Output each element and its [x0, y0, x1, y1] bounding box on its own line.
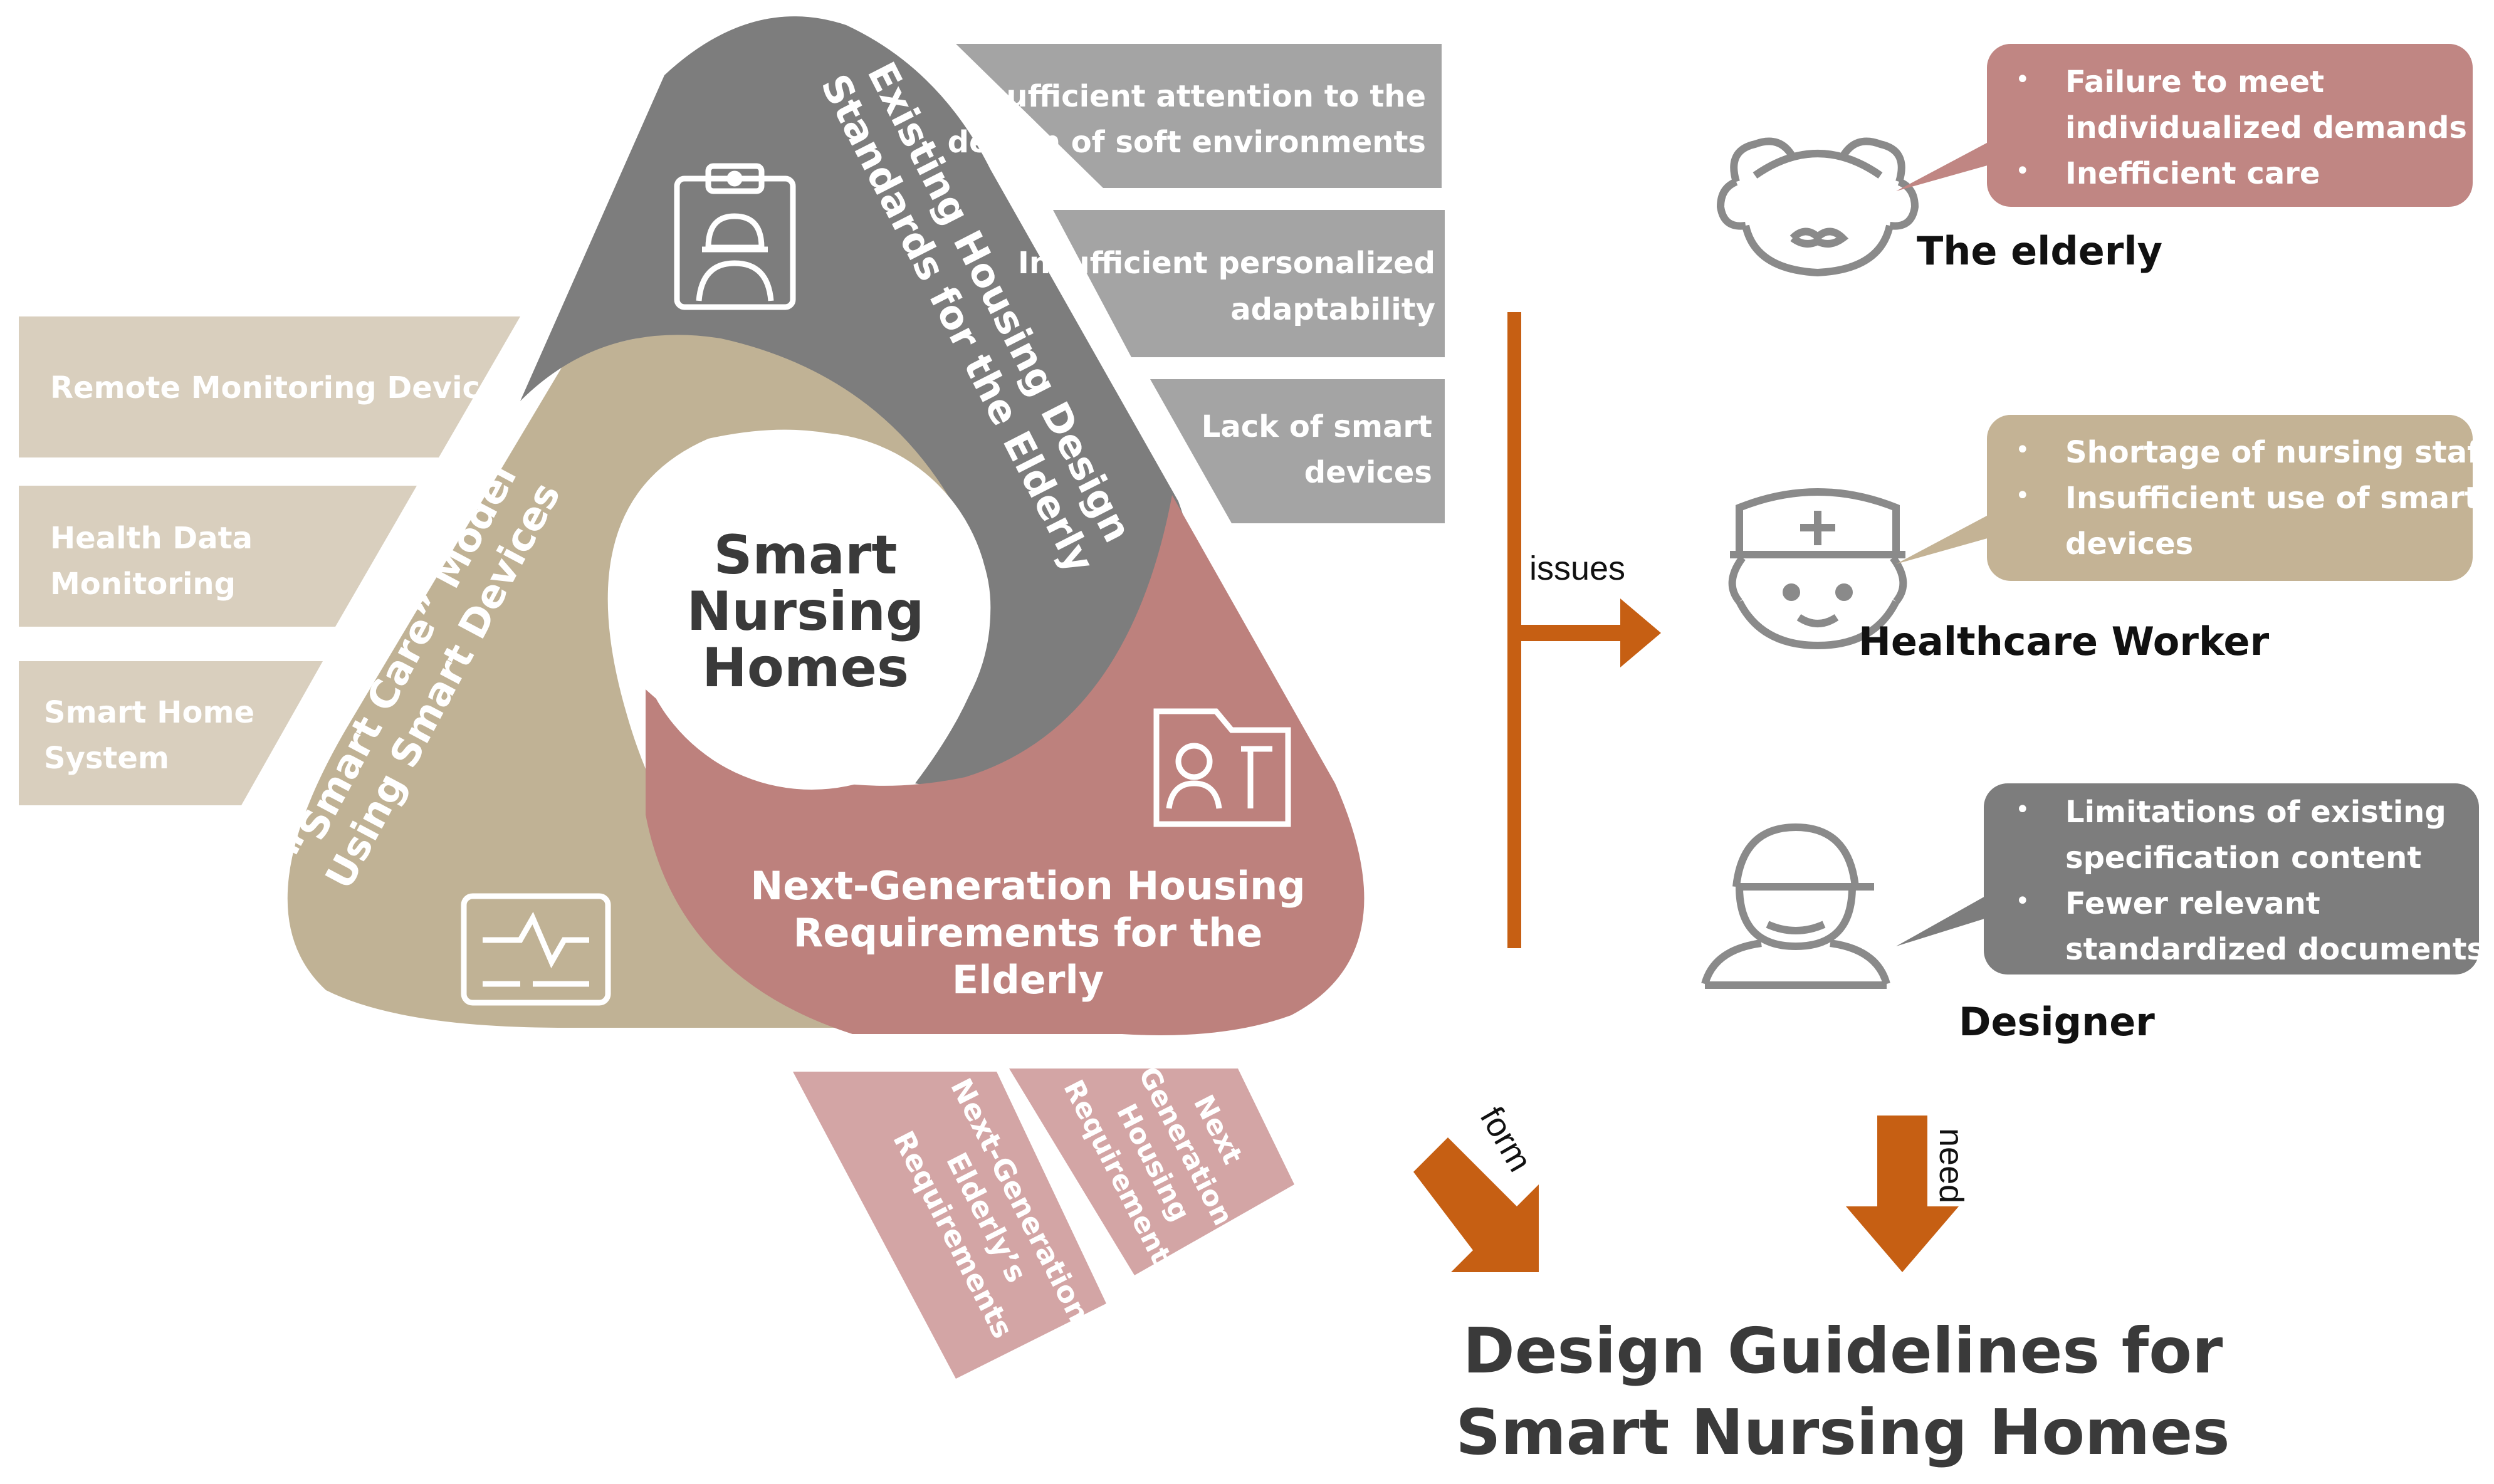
gray-box-1	[956, 44, 1442, 188]
stakeholder-designer: Limitations of existing specification co…	[1701, 783, 2485, 1045]
tan-box-texts: Remote Monitoring Devices Health Data Mo…	[44, 370, 518, 776]
triangle-ring	[287, 16, 1365, 1035]
elderly-face-icon	[1716, 137, 1919, 277]
gray-box-1-line-2: design of soft environments	[948, 125, 1426, 160]
folder-person-icon	[1153, 708, 1291, 827]
tan-box-group	[19, 316, 520, 805]
form-arrow-shape	[1413, 1137, 1539, 1272]
elderly-bubble-line-1: Failure to meet	[2065, 65, 2324, 100]
rose-box-1	[793, 1072, 1106, 1379]
form-label: form	[1473, 1100, 1539, 1178]
elderly-bubble-line-2: individualized demands	[2065, 110, 2467, 145]
gray-box-3	[1150, 379, 1445, 523]
designer-bubble-line-2: specification content	[2065, 840, 2421, 875]
gray-box-2-line-1: Insufficient personalized	[1018, 246, 1435, 281]
rose-box-2	[1009, 1069, 1294, 1275]
designer-bubble-line-3: Fewer relevant	[2065, 886, 2320, 921]
healthcare-bubble-line-1: Shortage of nursing staff	[2065, 435, 2492, 470]
tan-box-3	[19, 661, 323, 805]
rose-arc-label-line-2: Requirements for the	[794, 910, 1263, 956]
designer-bubble	[1984, 783, 2479, 975]
issues-label: issues	[1529, 550, 1625, 587]
issues-arrow-head	[1620, 598, 1661, 667]
gray-arc-segment	[520, 16, 1200, 790]
elderly-bubble	[1987, 44, 2473, 207]
elderly-name: The elderly	[1917, 228, 2162, 274]
gray-box-2-line-2: adaptability	[1230, 292, 1435, 327]
tan-box-1-line-1: Remote Monitoring Devices	[50, 370, 518, 405]
monitor-device-icon	[461, 893, 611, 1006]
gray-box-group	[956, 44, 1445, 523]
rose-arc-label-line-3: Elderly	[952, 957, 1104, 1003]
healthcare-bullet-2: •	[2015, 481, 2030, 510]
issues-horizontal-bar	[1521, 625, 1625, 641]
elderly-bubble-tail	[1896, 138, 1996, 191]
stakeholder-elderly: Failure to meet individualized demands I…	[1716, 44, 2473, 277]
designer-bubble-line-4: standardized documents	[2065, 932, 2485, 967]
designer-icon	[1701, 823, 1890, 989]
rose-arc-label: Next-Generation Housing Requirements for…	[750, 863, 1305, 1003]
designer-bullet-1: •	[2015, 795, 2030, 824]
rose-arc-segment	[646, 495, 1365, 1035]
stakeholder-healthcare-worker: Shortage of nursing staff Insufficient u…	[1728, 415, 2492, 664]
need-label: need	[1932, 1128, 1970, 1203]
elderly-bullet-1: •	[2015, 65, 2030, 94]
healthcare-worker-icon	[1728, 488, 1907, 650]
healthcare-bubble	[1987, 415, 2473, 581]
output-title-line-1: Design Guidelines for	[1463, 1314, 2223, 1387]
gray-box-2	[1053, 210, 1445, 357]
tan-box-2	[19, 486, 417, 627]
issues-vertical-bar	[1507, 312, 1521, 948]
issues-connector: issues	[1507, 312, 1661, 948]
healthcare-bubble-line-2: Insufficient use of smart	[2065, 481, 2479, 516]
designer-name: Designer	[1959, 999, 2155, 1045]
need-arrow-shape	[1846, 1116, 1959, 1272]
tan-arc-segment	[287, 332, 990, 1028]
center-title-line-2: Nursing	[686, 580, 924, 643]
clipboard-worker-icon	[674, 163, 796, 310]
healthcare-bubble-tail	[1896, 511, 1996, 564]
center-title: Smart Nursing Homes	[686, 524, 924, 699]
healthcare-bubble-line-3: devices	[2065, 526, 2193, 562]
center-title-line-1: Smart	[713, 524, 897, 587]
form-arrow: form	[1413, 1100, 1539, 1272]
tan-box-2-line-1: Health Data	[50, 521, 253, 556]
tan-box-1	[19, 316, 520, 457]
gray-box-3-line-1: Lack of smart	[1202, 409, 1432, 444]
rose-box-group	[793, 1069, 1294, 1379]
healthcare-bullet-1: •	[2015, 436, 2030, 464]
tan-box-2-line-2: Monitoring	[50, 567, 236, 602]
tan-box-3-line-2: System	[44, 741, 169, 776]
elderly-bullet-2: •	[2015, 157, 2030, 186]
designer-bullet-2: •	[2015, 887, 2030, 916]
elderly-bubble-line-3: Inefficient care	[2065, 156, 2320, 191]
output-title-line-2: Smart Nursing Homes	[1455, 1396, 2229, 1469]
rose-arc-label-line-1: Next-Generation Housing	[750, 863, 1305, 909]
center-circle	[633, 432, 990, 790]
output-title: Design Guidelines for Smart Nursing Home…	[1455, 1314, 2229, 1469]
tan-box-3-line-1: Smart Home	[44, 695, 254, 730]
healthcare-name: Healthcare Worker	[1858, 619, 2270, 664]
designer-bubble-tail	[1896, 890, 1996, 946]
need-arrow: need	[1846, 1116, 1970, 1272]
center-title-line-3: Homes	[702, 637, 909, 699]
gray-box-texts: Insufficient attention to the design of …	[948, 79, 1435, 490]
designer-bubble-line-1: Limitations of existing	[2065, 795, 2446, 830]
gray-box-1-line-1: Insufficient attention to the	[956, 79, 1426, 114]
gray-box-3-line-2: devices	[1304, 455, 1432, 490]
